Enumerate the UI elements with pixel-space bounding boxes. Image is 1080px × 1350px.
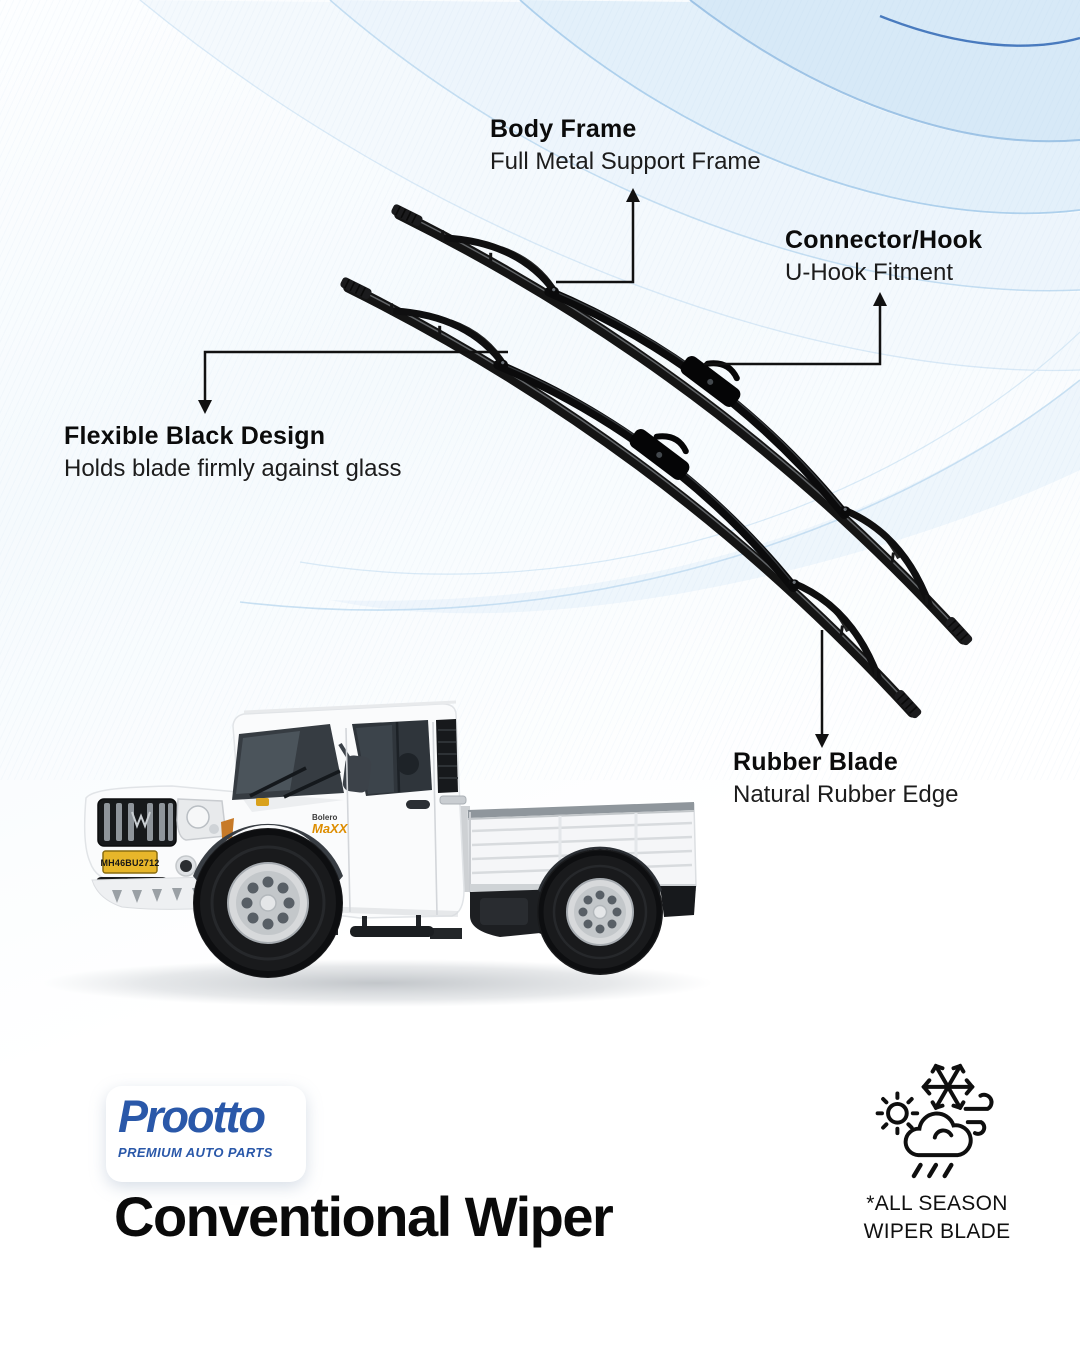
badge-caption: *ALL SEASON WIPER BLADE <box>847 1190 1027 1246</box>
grille-slats <box>104 803 173 841</box>
wave-ridge <box>689 0 1080 143</box>
callout-flexible-design: Flexible Black Design Holds blade firmly… <box>64 421 402 484</box>
windshield-reflection <box>236 731 300 794</box>
cab-vent-panel <box>436 719 458 793</box>
wave-band <box>330 0 1080 291</box>
fog-lamp <box>180 860 192 872</box>
callout-title: Rubber Blade <box>733 748 898 776</box>
connector-hook-pointer-line <box>704 302 882 366</box>
license-plate-text: MH46BU2712 <box>100 858 159 868</box>
license-plate <box>102 850 158 874</box>
side-mirror <box>342 755 372 793</box>
door-decal-maxx: MaXX <box>312 821 349 836</box>
flexible-design-pointer-line <box>203 350 508 404</box>
arrow-up-icon <box>626 188 640 202</box>
brand-logo: Prootto PREMIUM AUTO PARTS <box>106 1086 306 1182</box>
callout-lines <box>203 198 882 738</box>
wave-ridge <box>519 0 1080 215</box>
snowflake-icon <box>921 1063 975 1111</box>
window-divider <box>395 721 401 793</box>
truck-illustration: Bolero MaXX MH46BU2712 <box>43 700 713 1007</box>
fender-badge <box>256 798 269 806</box>
arrow-up-icon <box>873 292 887 306</box>
truck-details: Bolero MaXX <box>256 721 467 916</box>
wave-accent-line <box>879 14 1080 47</box>
rear-wheel <box>537 849 663 975</box>
wave-ridge <box>329 0 1080 292</box>
callout-arrowheads <box>198 188 887 748</box>
callout-rubber-blade: Rubber Blade Natural Rubber Edge <box>733 747 958 810</box>
body-frame-pointer-line <box>556 198 635 284</box>
door-trim <box>439 795 467 805</box>
product-title: Conventional Wiper <box>114 1185 614 1248</box>
headlight-small-lens <box>209 824 219 834</box>
badge-line-1: *ALL SEASON <box>866 1192 1008 1215</box>
door-handle <box>406 800 430 809</box>
brand-tagline: PREMIUM AUTO PARTS <box>118 1145 273 1160</box>
wave-band <box>690 0 1080 142</box>
rear-rim-holes <box>578 890 622 934</box>
door-seam-front <box>345 727 351 913</box>
all-season-badge: *ALL SEASON WIPER BLADE <box>847 1058 1027 1246</box>
headlight-lens <box>186 805 210 829</box>
grille-logo <box>131 811 151 829</box>
sun-icon <box>875 1091 920 1136</box>
rain-icon <box>911 1162 954 1179</box>
snowflake-sun-cloud-wind-icon <box>875 1063 994 1179</box>
callout-title: Body Frame <box>490 115 637 143</box>
wave-band <box>140 0 1080 371</box>
seat-headrest <box>397 753 419 775</box>
wind-icon <box>963 1092 994 1136</box>
callout-subtitle: Natural Rubber Edge <box>733 781 959 808</box>
cab-step <box>350 915 434 937</box>
arrow-down-icon <box>198 400 212 414</box>
arrow-down-icon <box>815 734 829 748</box>
callout-subtitle: Full Metal Support Frame <box>490 148 761 175</box>
badge-line-2: WIPER BLADE <box>863 1220 1011 1243</box>
callout-subtitle: U-Hook Fitment <box>785 259 954 286</box>
mirror-arm <box>338 742 352 762</box>
callout-title: Connector/Hook <box>785 226 983 254</box>
truck-wiper-arms <box>249 766 341 799</box>
wiper-blade-upper <box>389 148 1016 648</box>
callout-title: Flexible Black Design <box>64 422 326 450</box>
callout-connector-hook: Connector/Hook U-Hook Fitment <box>785 225 982 288</box>
wave-ridge <box>239 379 1080 611</box>
wave-ridge <box>139 0 1080 372</box>
door-decal-text: Bolero <box>312 813 337 822</box>
wiper-blade-lower <box>338 221 965 721</box>
brand-name: Prootto <box>118 1091 266 1142</box>
vent-louvres <box>438 729 458 779</box>
truck-shadow <box>43 959 713 1007</box>
callout-subtitle: Holds blade firmly against glass <box>64 455 402 482</box>
callout-body-frame: Body Frame Full Metal Support Frame <box>490 114 761 177</box>
wave-sweep <box>330 380 1080 614</box>
cloud-icon <box>903 1111 973 1158</box>
roof-edge <box>243 700 457 714</box>
front-rim-holes <box>241 876 295 930</box>
door-seam-rear <box>432 721 438 916</box>
wave-band <box>520 0 1080 214</box>
front-wheel <box>193 828 343 978</box>
